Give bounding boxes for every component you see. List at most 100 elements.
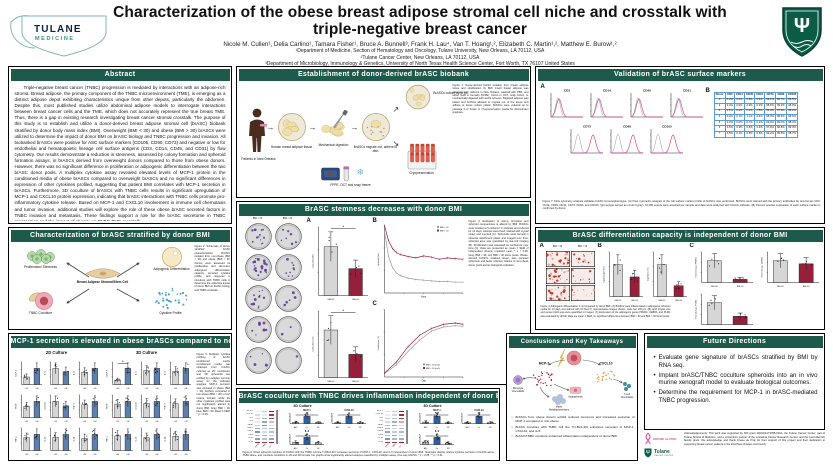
heatmap-cell [267,437,275,441]
bullet-item: BrASCs from obese donors exhibit reduced… [512,415,635,423]
heatmap-row-label: CXCL10 [375,413,383,416]
svg-text:CXCL10: CXCL10 [599,362,612,366]
heatmap-row: CXCL10 [243,413,275,417]
heatmap-cell [267,426,275,431]
logo-text-medicine: MEDICINE [35,36,75,42]
svg-text:*: * [348,412,350,416]
header-text-block: Characterization of the obese breast adi… [90,4,750,74]
node-adipogenic: Adipogenic Differentiation [153,267,190,271]
svg-text:CD73: CD73 [583,124,591,128]
heatmap-row: CXCL10 [373,413,405,417]
arrow-right-icon: → [308,123,317,132]
svg-text:Co: Co [435,448,437,450]
svg-text:VEGF: VEGF [106,403,108,409]
arrow-right-icon: → [350,123,359,132]
svg-text:<30: <30 [25,453,28,456]
svg-text:MCP-1: MCP-1 [15,369,17,376]
svg-text:T-cell: T-cell [624,393,630,396]
svg-text:<30: <30 [83,420,86,423]
node-tnbc-coculture: TNBC Coculture [28,311,53,315]
heatmap-cell [253,440,261,444]
panel-stemness-header: BrASC stemness decreases with donor BMI [238,203,529,216]
dot-scatter [154,287,187,310]
heatmap-cell [260,413,268,417]
svg-text:<30: <30 [54,453,57,456]
heatmap-cell [390,410,398,414]
petri-dish [244,347,272,374]
node-proliferation: Proliferation/ Stemness [24,265,57,269]
dish-icon [405,84,430,110]
svg-text:>30: >30 [35,387,38,390]
heatmap-row-label: IL-10 [248,437,253,440]
heatmap-cell [253,426,261,431]
abstract-body: Triple-negative breast cancer (TNBC) pro… [11,82,230,221]
svg-text:>30: >30 [155,453,158,456]
poster-title: Characterization of the obese breast adi… [113,4,727,39]
svg-text:BMI>30: BMI>30 [631,299,638,302]
heatmap-cell [383,416,391,421]
heatmap-cell [397,420,405,424]
figure3-caption: Figure 3: Evaluation of colony formation… [468,220,529,267]
svg-text:CD3: CD3 [563,88,569,92]
svg-text:<30: <30 [83,453,86,456]
cytokine-dots-icon [153,287,189,311]
svg-text:Fold Change, PPARG: Fold Change, PPARG [694,257,697,278]
svg-text:>30: >30 [184,420,187,423]
heatmap-cell [383,437,391,441]
heatmap-cell [397,426,405,431]
heatmap-row-label: VEGF [247,423,253,426]
krewe-wordmark: KREWE de PINK [653,437,677,441]
digestion-icon [320,109,348,137]
svg-text:BMI>30: BMI>30 [352,298,359,301]
bullet-item: BrASC/TNBC coculture enhanced inflammati… [512,434,635,438]
img-col-label: BMI < 30 [552,246,563,248]
arrow-up-right-icon: ↗ [392,105,400,114]
svg-text:>30: >30 [155,387,158,390]
svg-text:Spheroid Size: Spheroid Size [377,252,380,266]
img-col-label: BMI > 30 [577,246,588,248]
bullet-item: Evaluate gene signature of brASCs strati… [653,354,818,369]
svg-text:<30: <30 [116,453,119,456]
future-bullets: Evaluate gene signature of brASCs strati… [647,349,823,405]
step-patients: Patients in New Orleans [241,157,276,161]
flow-histogram: CD90 [609,124,643,154]
svg-text:*: * [342,309,344,313]
section-letter-a: A [539,243,544,249]
svg-text:<30: <30 [54,420,57,423]
panel-future-header: Future Directions [646,335,823,348]
svg-text:<30: <30 [174,387,177,390]
svg-text:Confluence (%): Confluence (%) [378,336,380,351]
heatmap-cell [267,413,275,417]
svg-text:4IC: 4IC [316,427,320,429]
heatmap-row: IFN-γ [373,433,405,438]
heatmap-cell [397,410,405,414]
table-cell: 0.1% [733,130,746,138]
arrows-diagram [11,243,193,327]
tulane-shield-logo: Ψ [781,6,823,63]
sponsor-logos: KREWE de PINK Ψ Tulane CANCER CENTER [644,432,684,464]
table-cell: 98.8% [774,125,787,132]
section-letter-c: C [372,301,377,307]
step-ffpe: FFPE, OCT and snap freeze [330,183,371,187]
affiliation-line: ²Tulane Cancer Center, New Orleans, LA 7… [360,54,480,61]
heatmap-row: IL-10 [373,437,405,441]
heatmap-cell [260,426,268,431]
figure6-caption: Figure 6: Direct spheroid coculture of b… [242,451,495,458]
adipocyte-svg [161,246,182,268]
svg-text:Co: Co [347,427,349,429]
group-2d-label: 2D Culture [45,350,68,355]
